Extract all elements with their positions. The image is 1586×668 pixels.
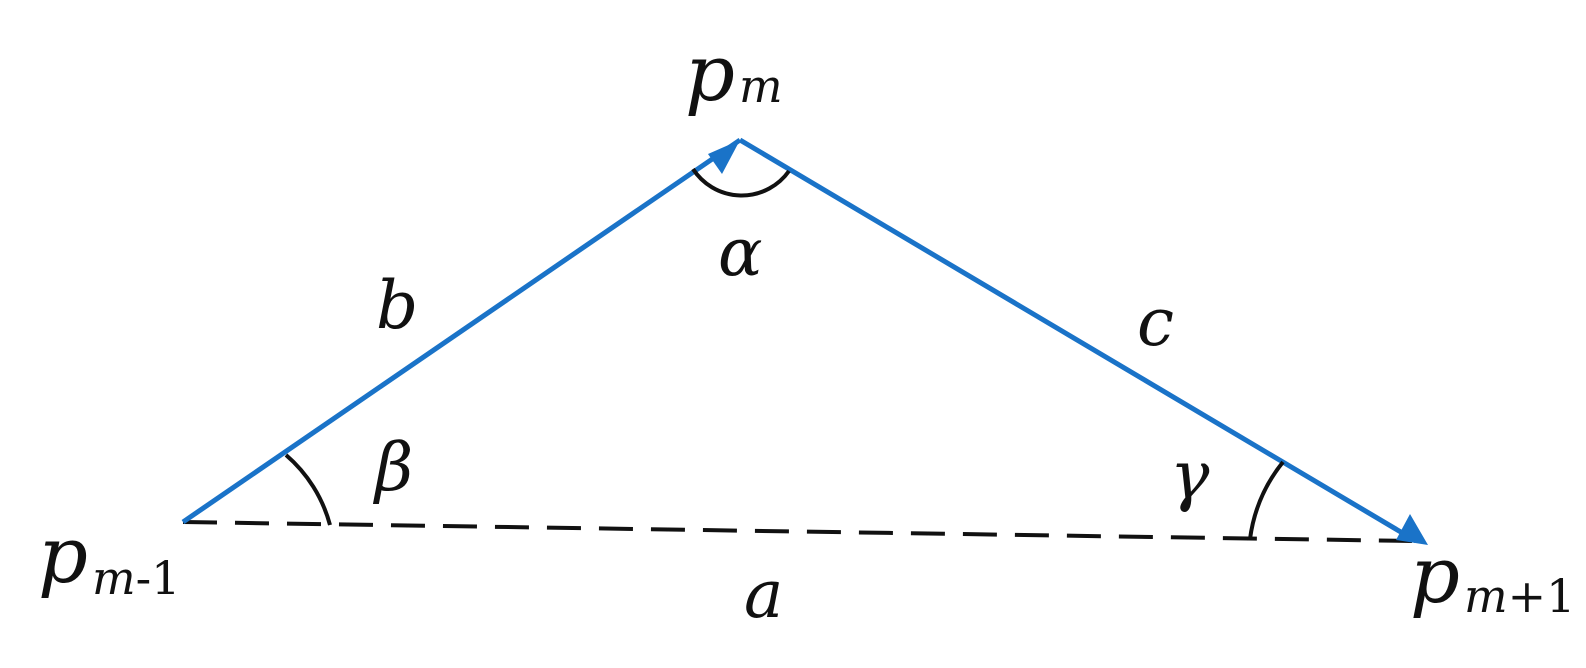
side-label-b: b (376, 267, 418, 344)
arrowhead-at-pm1 (1396, 514, 1428, 545)
angle-gamma-arc (1248, 460, 1285, 540)
side-b-vector (181, 137, 742, 525)
angle-beta-arc (284, 453, 332, 526)
point-label-pm: pm (685, 29, 783, 119)
angle-label-beta: β (372, 429, 413, 506)
side-label-a: a (744, 556, 783, 633)
point-label-pm-plus-1: pm+1 (1410, 531, 1575, 623)
angle-label-gamma: γ (1170, 437, 1210, 514)
side-label-c: c (1137, 284, 1174, 361)
arrowhead-at-pm (708, 140, 740, 174)
angle-alpha-arc (691, 167, 791, 198)
point-label-pm-minus-1: pm-1 (38, 511, 180, 605)
side-a-dashed-line (182, 520, 1413, 543)
angle-label-alpha: α (718, 214, 763, 291)
side-c-vector (738, 137, 1418, 544)
